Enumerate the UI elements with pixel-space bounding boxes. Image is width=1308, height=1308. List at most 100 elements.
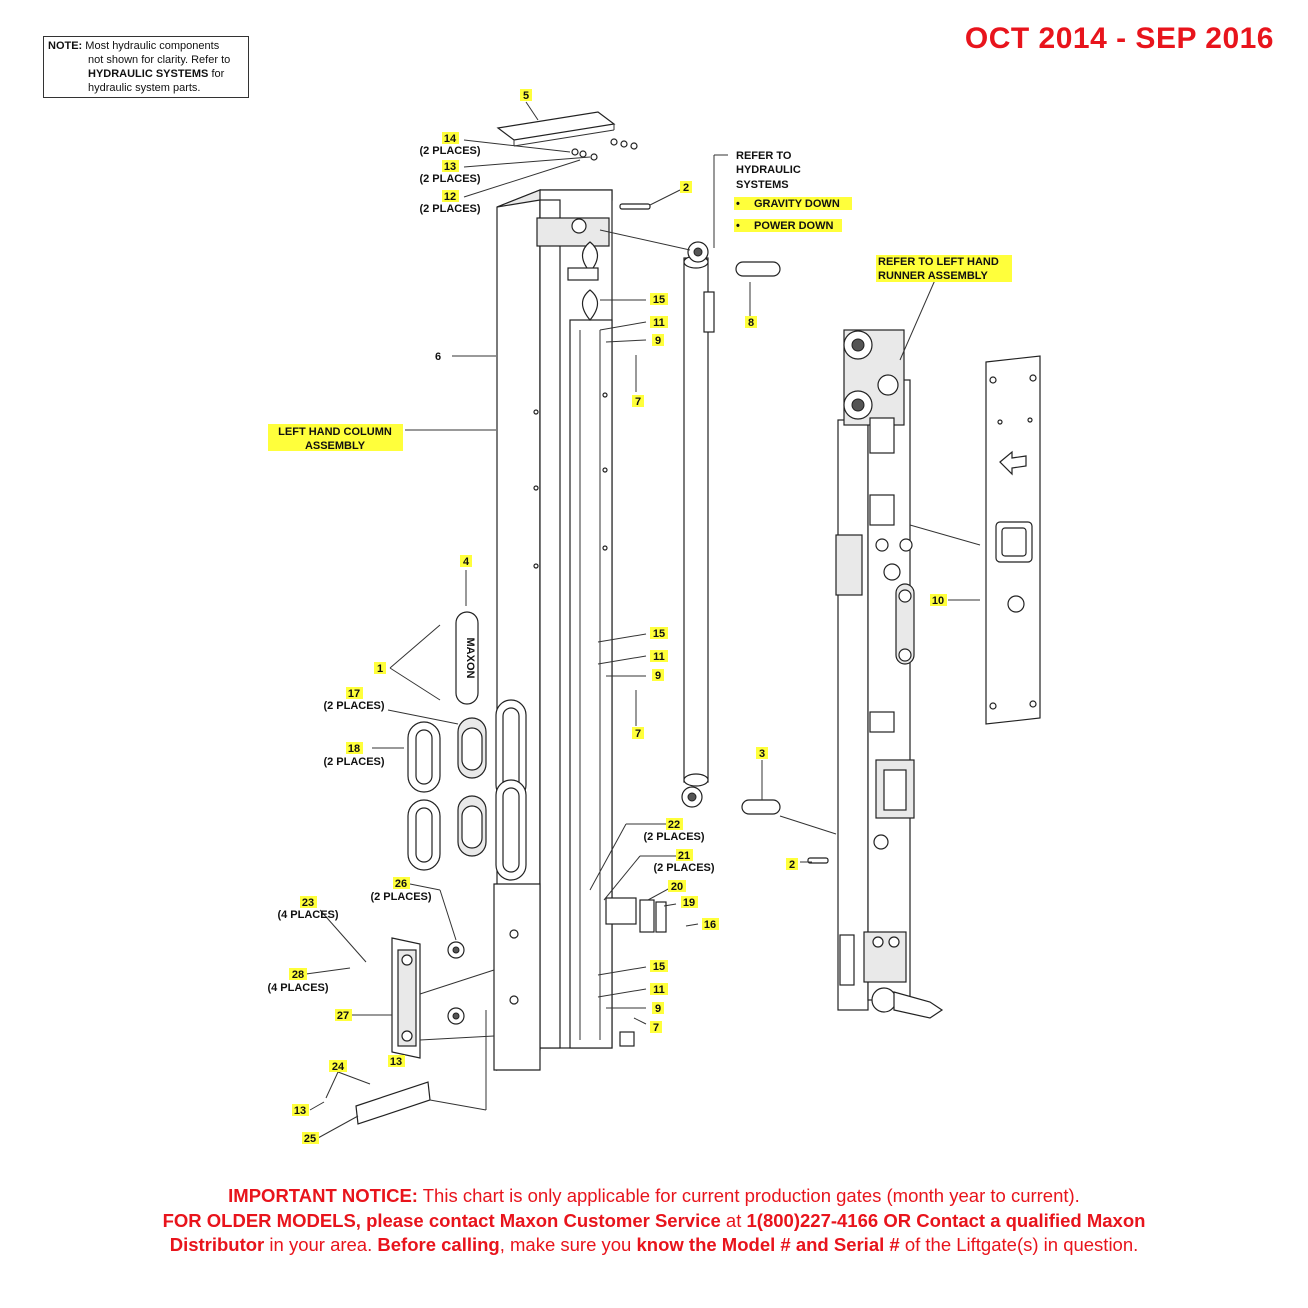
places-labels: (2 PLACES) (2 PLACES) (2 PLACES) (2 PLAC… <box>267 145 714 994</box>
bumper-block-part-27 <box>391 937 421 1059</box>
note-box: NOTE: Most hydraulic components not show… <box>43 36 249 98</box>
notice-p2-bold2: 1(800)227-4166 OR Contact a qualified Ma… <box>746 1209 1146 1231</box>
callout-11-b: 11 <box>653 651 665 663</box>
note-line-3-bold: HYDRAULIC SYSTEMS <box>88 68 209 80</box>
places-28: (4 PLACES) <box>267 982 328 994</box>
callout-28: 28 <box>292 969 304 981</box>
places-21: (2 PLACES) <box>653 862 714 874</box>
notice-p3-bold: Distributor <box>169 1234 265 1255</box>
switch-bracket <box>605 897 667 933</box>
notice-p3-rest: of the Liftgate(s) in question. <box>899 1234 1139 1255</box>
callout-21: 21 <box>678 850 690 862</box>
ref-power-down: POWER DOWN <box>754 220 833 232</box>
callout-22: 22 <box>668 819 680 831</box>
exploded-parts-diagram: MAXON <box>267 89 1041 1145</box>
ref-hydraulic-line-2: HYDRAULIC <box>736 164 801 176</box>
left-column <box>493 189 635 1071</box>
callout-8: 8 <box>748 317 754 329</box>
notice-p3-bold2: Before calling <box>377 1234 500 1255</box>
note-label: NOTE: <box>48 40 83 52</box>
callout-2-top: 2 <box>683 182 689 194</box>
callout-11-c: 11 <box>653 984 665 996</box>
callout-2-bottom: 2 <box>789 859 795 871</box>
leader-lines <box>305 101 981 1139</box>
callout-6: 6 <box>435 351 441 363</box>
note-line-1: Most hydraulic components <box>85 40 220 52</box>
notice-p2-mid: at <box>720 1209 747 1231</box>
callout-17: 17 <box>348 688 360 700</box>
callout-19: 19 <box>683 897 695 909</box>
callout-24: 24 <box>332 1061 345 1073</box>
callout-11-a: 11 <box>653 317 665 329</box>
cap-fasteners <box>571 138 638 161</box>
callout-13-top: 13 <box>444 161 456 173</box>
places-13: (2 PLACES) <box>419 173 480 185</box>
callout-3: 3 <box>759 748 765 760</box>
ref-hydraulic-line-3: SYSTEMS <box>736 179 789 191</box>
ref-bullet-gravity: • <box>736 198 740 210</box>
callout-23: 23 <box>302 897 314 909</box>
callout-10: 10 <box>932 595 944 607</box>
notice-p1-bold: IMPORTANT NOTICE: <box>228 1185 418 1206</box>
logo-plate-part-4: MAXON <box>455 611 479 705</box>
callout-18: 18 <box>348 743 360 755</box>
callout-7-b: 7 <box>635 728 641 740</box>
places-18: (2 PLACES) <box>323 756 384 768</box>
ref-hydraulic-line-1: REFER TO <box>736 150 792 162</box>
notice-p3-bold3: know the Model # and Serial # <box>636 1234 900 1255</box>
ref-runner-line-2: RUNNER ASSEMBLY <box>878 270 988 282</box>
callout-26: 26 <box>395 878 407 890</box>
ref-bullet-power: • <box>736 220 740 232</box>
important-notice: IMPORTANT NOTICE: This chart is only app… <box>0 1184 1308 1258</box>
callout-1: 1 <box>377 663 383 675</box>
places-14: (2 PLACES) <box>419 145 480 157</box>
top-cap-part-5 <box>496 111 616 141</box>
callout-13-mid: 13 <box>390 1056 402 1068</box>
callout-9-c: 9 <box>655 1003 661 1015</box>
callout-27: 27 <box>337 1010 349 1022</box>
callout-numbers: 5 14 13 12 2 6 15 11 9 7 8 4 1 17 18 15 … <box>292 90 944 1145</box>
grommets <box>407 717 487 871</box>
places-12: (2 PLACES) <box>419 203 480 215</box>
logo-text: MAXON <box>464 638 476 679</box>
note-line-3-rest: for <box>208 68 225 80</box>
ref-gravity-down: GRAVITY DOWN <box>754 198 840 210</box>
callout-9-a: 9 <box>655 335 661 347</box>
note-line-2: not shown for clarity. Refer to <box>88 54 231 66</box>
notice-p2-bold: FOR OLDER MODELS, please contact Maxon C… <box>162 1209 721 1231</box>
callout-13-bottom: 13 <box>294 1105 306 1117</box>
note-line-4: hydraulic system parts. <box>88 82 201 94</box>
callout-15-c: 15 <box>653 961 665 973</box>
pin-part-3 <box>741 799 781 815</box>
callout-4: 4 <box>463 556 470 568</box>
ref-column-line-2: ASSEMBLY <box>305 440 366 452</box>
callout-12: 12 <box>444 191 456 203</box>
callout-25: 25 <box>304 1133 316 1145</box>
callout-15-a: 15 <box>653 294 665 306</box>
notice-p1-rest: This chart is only applicable for curren… <box>417 1185 1080 1206</box>
ref-column-line-1: LEFT HAND COLUMN <box>278 426 392 438</box>
callout-highlights <box>268 89 1012 1144</box>
runner-assembly <box>835 329 944 1019</box>
callout-14: 14 <box>444 133 457 145</box>
callout-5: 5 <box>523 90 529 102</box>
callout-20: 20 <box>671 881 683 893</box>
cover-plate-part-10 <box>985 355 1041 725</box>
date-range-title: OCT 2014 - SEP 2016 <box>964 22 1274 55</box>
callout-16: 16 <box>704 919 716 931</box>
places-22: (2 PLACES) <box>643 831 704 843</box>
plate-part-25 <box>355 1081 431 1125</box>
callout-7-a: 7 <box>635 396 641 408</box>
notice-p3-mid: in your area. <box>264 1234 378 1255</box>
places-17: (2 PLACES) <box>323 700 384 712</box>
reference-labels: REFER TO HYDRAULIC SYSTEMS • GRAVITY DOW… <box>278 150 999 452</box>
callout-7-c: 7 <box>653 1022 659 1034</box>
notice-p3-mid2: , make sure you <box>499 1234 637 1255</box>
hydraulic-cylinder <box>681 241 715 808</box>
pin-part-8 <box>735 261 781 277</box>
places-26: (2 PLACES) <box>370 891 431 903</box>
callout-15-b: 15 <box>653 628 665 640</box>
callout-9-b: 9 <box>655 670 661 682</box>
ref-runner-line-1: REFER TO LEFT HAND <box>878 256 999 268</box>
places-23: (4 PLACES) <box>277 909 338 921</box>
